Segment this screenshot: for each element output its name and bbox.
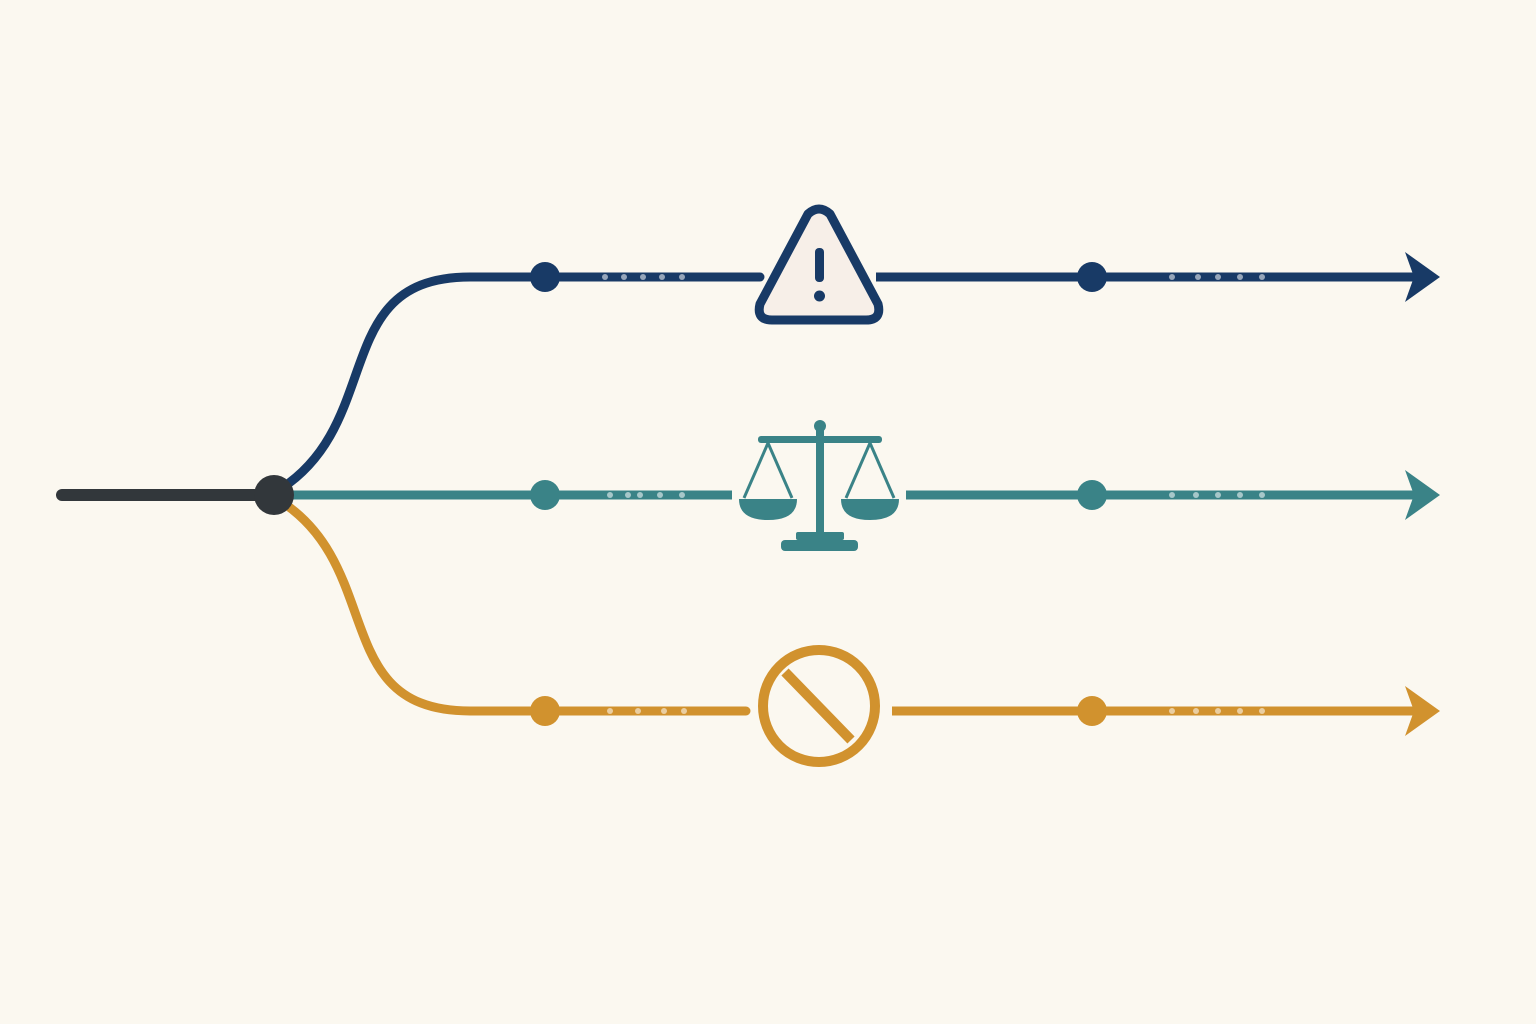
branch-middle-node-2	[1077, 480, 1107, 510]
branch-top-dots-1	[602, 274, 685, 280]
branch-top-node-1	[530, 262, 560, 292]
branch-middle-node-1	[530, 480, 560, 510]
prohibited-icon	[758, 645, 880, 767]
branch-top-dots-2	[1169, 274, 1265, 280]
scales-of-justice-icon	[739, 420, 899, 551]
branch-top-curve	[277, 272, 765, 493]
branch-top	[277, 204, 1440, 493]
branch-middle	[290, 420, 1440, 551]
branch-bottom-dots-1	[607, 708, 687, 714]
branch-bottom-arrowhead	[1405, 686, 1440, 736]
branch-middle-dots-1	[607, 492, 685, 498]
branch-bottom-dots-2	[1169, 708, 1265, 714]
warning-triangle-icon	[754, 204, 884, 325]
branch-top-node-2	[1077, 262, 1107, 292]
branch-middle-dots-2	[1169, 492, 1265, 498]
branch-bottom-node-2	[1077, 696, 1107, 726]
branch-bottom-node-1	[530, 696, 560, 726]
branch-bottom-curve	[277, 497, 751, 716]
branch-node	[254, 475, 294, 515]
branch-top-arrowhead	[1405, 252, 1440, 302]
branch-bottom	[277, 497, 1440, 767]
branch-middle-arrowhead	[1405, 470, 1440, 520]
